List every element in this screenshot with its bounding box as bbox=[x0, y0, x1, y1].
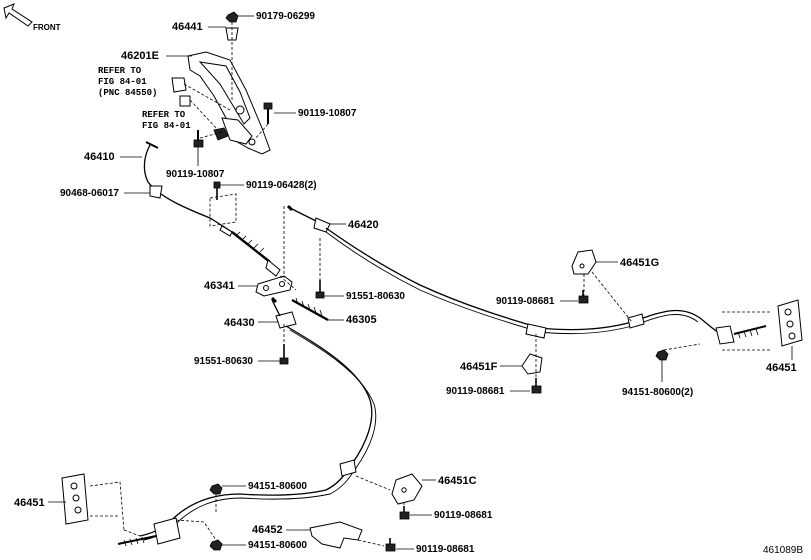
label-46430: 46430 bbox=[224, 317, 255, 329]
clamp-46451C bbox=[391, 473, 423, 505]
label-46451C: 46451C bbox=[438, 475, 477, 487]
cable-adjuster bbox=[219, 225, 281, 277]
plate-46451-right bbox=[777, 299, 803, 347]
bolt-91551-80630-upper bbox=[315, 280, 325, 299]
front-cable-46410 bbox=[143, 144, 233, 233]
refer-note-1-line2: FIG 84-01 bbox=[98, 77, 147, 87]
label-90119-08681-a: 90119-08681 bbox=[496, 296, 555, 307]
bracket-46452 bbox=[309, 521, 363, 549]
label-91551-80630-lower: 91551-80630 bbox=[194, 356, 253, 367]
front-label: FRONT bbox=[33, 23, 61, 32]
label-46451-right: 46451 bbox=[766, 362, 797, 374]
leader-lines bbox=[48, 15, 793, 550]
refer-note-1-line1: REFER TO bbox=[98, 66, 142, 76]
label-90468-06017: 90468-06017 bbox=[60, 188, 119, 199]
parking-brake-lever-assembly bbox=[187, 51, 271, 155]
label-46441: 46441 bbox=[172, 21, 203, 33]
label-94151-80600-a: 94151-80600 bbox=[248, 481, 307, 492]
label-94151-80600-2: 94151-80600(2) bbox=[622, 387, 693, 398]
label-90119-06428: 90119-06428(2) bbox=[246, 180, 317, 191]
front-arrow-icon bbox=[3, 3, 33, 27]
label-90119-08681-d: 90119-08681 bbox=[416, 544, 475, 555]
bolt-90119-10807-upper bbox=[263, 102, 273, 124]
label-90119-10807-upper: 90119-10807 bbox=[298, 108, 357, 119]
bolt-90119-08681-b bbox=[531, 378, 542, 394]
label-90119-10807-lower: 90119-10807 bbox=[166, 169, 225, 180]
label-46452: 46452 bbox=[252, 524, 283, 536]
spring-46305 bbox=[291, 297, 329, 322]
bolt-90119-08681-c bbox=[399, 506, 410, 520]
clip-90468-06017 bbox=[149, 185, 163, 199]
label-90119-08681-b: 90119-08681 bbox=[446, 386, 505, 397]
label-46410: 46410 bbox=[84, 151, 115, 163]
rear-cable-end-right bbox=[715, 325, 767, 345]
plate-46451-left bbox=[61, 473, 89, 525]
refer-part-b bbox=[179, 95, 191, 107]
label-46451F: 46451F bbox=[460, 361, 498, 373]
cable-end-46430 bbox=[270, 296, 297, 329]
label-46305: 46305 bbox=[346, 314, 377, 326]
bolt-90119-08681-d bbox=[385, 538, 396, 552]
bolt-90119-08681-a bbox=[578, 290, 589, 304]
refer-note-2-line1: REFER TO bbox=[142, 110, 186, 120]
clamp-46451G bbox=[571, 249, 597, 275]
label-46201E: 46201E bbox=[121, 50, 159, 62]
label-46420: 46420 bbox=[348, 219, 379, 231]
refer-note-2-line2: FIG 84-01 bbox=[142, 121, 191, 131]
label-46451-left: 46451 bbox=[14, 497, 45, 509]
label-46451G: 46451G bbox=[620, 257, 659, 269]
diagram-id: 461089B bbox=[763, 545, 803, 556]
clamp-46451F bbox=[521, 353, 543, 375]
label-46341: 46341 bbox=[204, 280, 235, 292]
refer-note-1-line3: (PNC 84550) bbox=[98, 88, 157, 98]
bolt-91551-80630-lower bbox=[279, 344, 289, 365]
nut-94151-80600-a bbox=[209, 483, 223, 495]
label-90119-08681-c: 90119-08681 bbox=[434, 510, 493, 521]
nut-94151-80600-2 bbox=[655, 349, 669, 361]
rear-cable-46420 bbox=[325, 227, 727, 337]
nut-90179-06299 bbox=[225, 11, 239, 23]
equalizer-46341 bbox=[255, 275, 293, 297]
bolt-90119-10807-lower bbox=[193, 130, 204, 148]
cable-46430 bbox=[139, 325, 373, 537]
label-94151-80600-b: 94151-80600 bbox=[248, 540, 307, 551]
nut-94151-80600-b bbox=[209, 539, 223, 551]
refer-part-a bbox=[171, 77, 187, 93]
label-91551-80630-upper: 91551-80630 bbox=[346, 291, 405, 302]
label-90179-06299: 90179-06299 bbox=[256, 11, 315, 22]
